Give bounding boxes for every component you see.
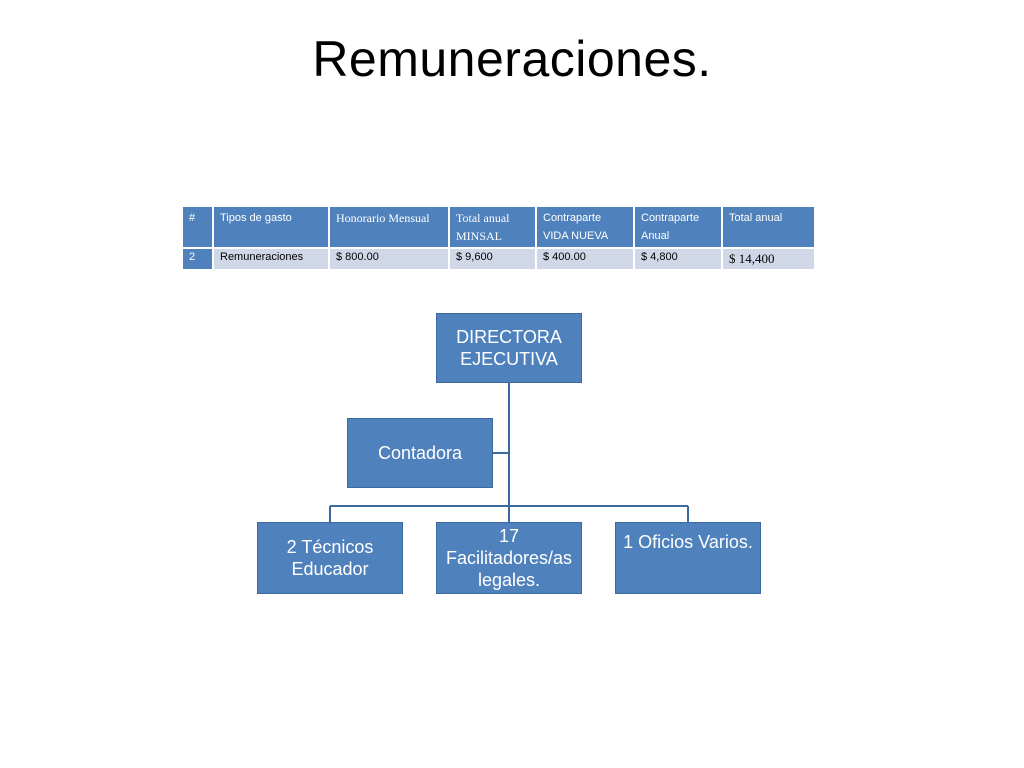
budget-table: # Tipos de gasto Honorario Mensual Total… [181, 205, 816, 271]
table-header-row: # Tipos de gasto Honorario Mensual Total… [181, 205, 816, 249]
table-header-cell: Total anual MINSAL [448, 205, 537, 249]
org-box-root: DIRECTORA EJECUTIVA [436, 313, 582, 383]
table-header-cell: Contraparte Anual [633, 205, 723, 249]
table-cell: $ 14,400 [721, 247, 816, 271]
table-header-cell: Tipos de gasto [212, 205, 330, 249]
page-title: Remuneraciones. [312, 31, 712, 87]
table-cell: Remuneraciones [212, 247, 330, 271]
org-box-child: 1 Oficios Varios. [615, 522, 761, 594]
org-box-child: 2 Técnicos Educador [257, 522, 403, 594]
table-header-cell: # [181, 205, 214, 249]
table-header-cell: Honorario Mensual [328, 205, 450, 249]
table-row: 2 Remuneraciones $ 800.00 $ 9,600 $ 400.… [181, 247, 816, 271]
table-cell: 2 [181, 247, 214, 271]
org-box-child: 17 Facilitadores/as legales. [436, 522, 582, 594]
table-cell: $ 9,600 [448, 247, 537, 271]
org-box-assistant: Contadora [347, 418, 493, 488]
table-cell: $ 800.00 [328, 247, 450, 271]
table-cell: $ 400.00 [535, 247, 635, 271]
table-header-cell: Contraparte VIDA NUEVA [535, 205, 635, 249]
table-header-cell: Total anual [721, 205, 816, 249]
table-cell: $ 4,800 [633, 247, 723, 271]
